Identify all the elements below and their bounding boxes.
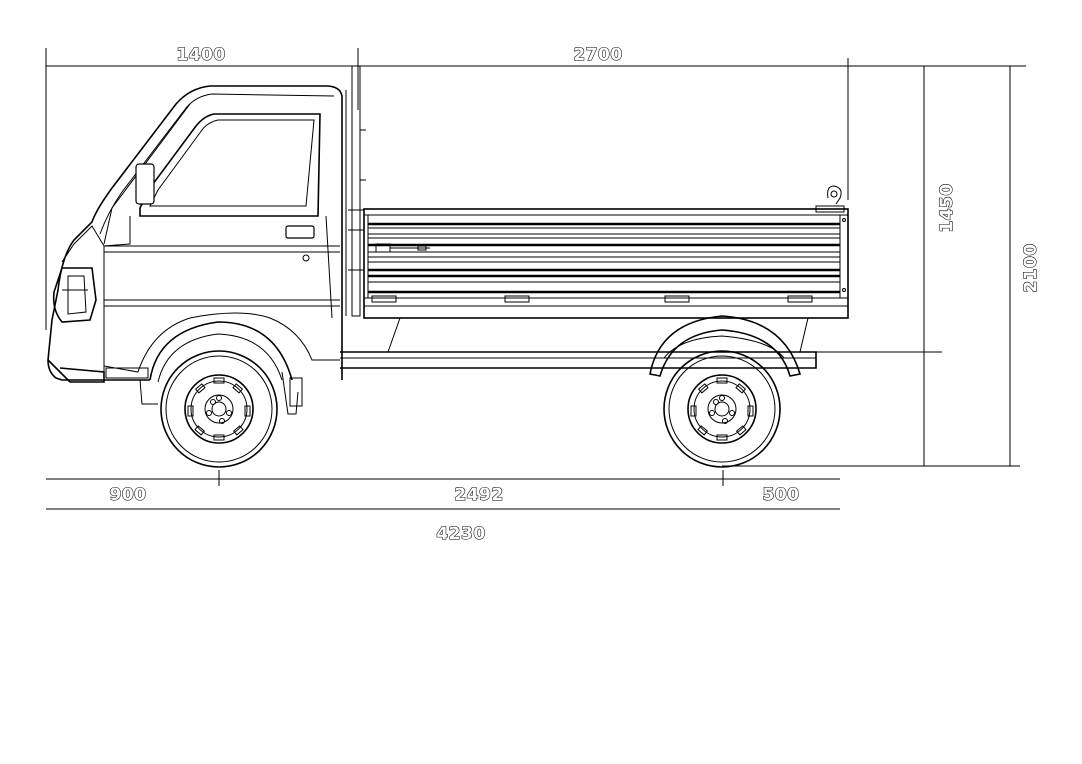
headboard-post bbox=[345, 65, 366, 317]
dim-cargo-height: 1450 bbox=[937, 183, 957, 232]
front-wheel bbox=[160, 350, 278, 468]
chassis-frame bbox=[340, 317, 817, 369]
truck-outline bbox=[47, 65, 849, 468]
rear-fender bbox=[649, 315, 802, 377]
front-wheel-arch bbox=[149, 321, 293, 383]
dim-total-length: 4230 bbox=[436, 524, 485, 544]
dim-cargo-length: 2700 bbox=[573, 45, 622, 65]
cab bbox=[47, 85, 343, 415]
cargo-bed bbox=[363, 185, 849, 319]
dim-total-height: 2100 bbox=[1021, 243, 1041, 292]
rear-wheel bbox=[663, 350, 781, 468]
dim-rear-overhang: 500 bbox=[763, 485, 800, 505]
dimension-lines bbox=[45, 48, 1026, 510]
dim-front-overhang: 900 bbox=[110, 485, 147, 505]
dim-cab-length: 1400 bbox=[176, 45, 225, 65]
dim-wheelbase: 2492 bbox=[454, 485, 503, 505]
